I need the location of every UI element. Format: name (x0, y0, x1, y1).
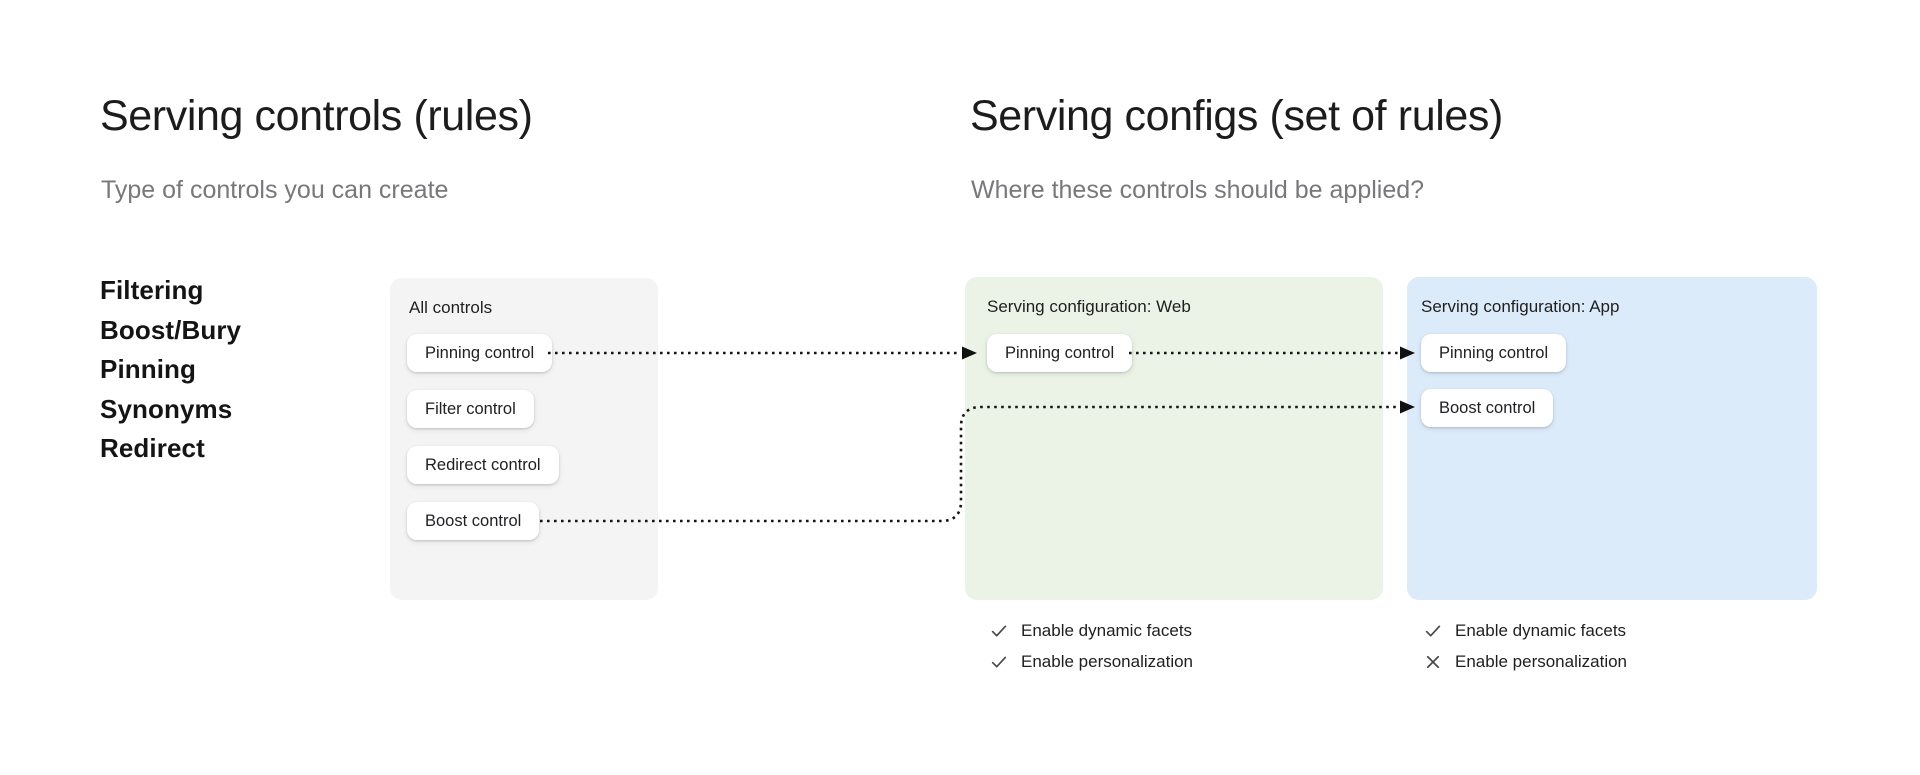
web-config-card: Serving configuration: Web Pinning contr… (965, 277, 1383, 600)
control-type-pinning: Pinning (100, 354, 197, 384)
feature-label: Enable personalization (1021, 651, 1194, 671)
control-type-filtering: Filtering (100, 275, 204, 305)
web-pinning-control-chip: Pinning control (987, 334, 1133, 372)
check-icon (990, 653, 1008, 671)
control-type-synonyms: Synonyms (100, 393, 233, 424)
all-pinning-control-chip: Pinning control (407, 334, 553, 372)
control-type-redirect: Redirect (100, 433, 205, 463)
feature-label: Enable personalization (1455, 651, 1628, 671)
app-feature-list: Enable dynamic facets Enable personaliza… (1424, 620, 1627, 672)
check-icon (990, 622, 1008, 640)
app-config-card: Serving configuration: App Pinning contr… (1407, 277, 1817, 600)
right-section-subtitle: Where these controls should be applied? (971, 176, 1425, 204)
right-section-title: Serving configs (set of rules) (970, 92, 1503, 140)
app-boost-control-chip: Boost control (1421, 389, 1554, 427)
left-section-title: Serving controls (rules) (100, 92, 533, 140)
app-pinning-control-chip: Pinning control (1421, 334, 1567, 372)
web-feature-list: Enable dynamic facets Enable personaliza… (990, 620, 1193, 672)
check-icon (1424, 622, 1442, 640)
all-controls-card: All controls Pinning control Filter cont… (390, 278, 658, 600)
all-boost-control-chip: Boost control (407, 502, 540, 540)
all-redirect-control-chip: Redirect control (407, 446, 559, 484)
all-filter-control-chip: Filter control (407, 390, 534, 428)
web-feature-dynamic-facets: Enable dynamic facets (990, 620, 1193, 641)
control-type-boost-bury: Boost/Bury (100, 314, 242, 345)
all-controls-card-title: All controls (409, 298, 493, 317)
x-icon (1424, 653, 1442, 671)
feature-label: Enable dynamic facets (1021, 620, 1193, 640)
app-feature-personalization: Enable personalization (1424, 651, 1627, 672)
left-section-subtitle: Type of controls you can create (101, 176, 449, 204)
app-config-card-title: Serving configuration: App (1421, 297, 1620, 316)
web-feature-personalization: Enable personalization (990, 651, 1193, 672)
web-config-card-title: Serving configuration: Web (987, 297, 1191, 316)
control-type-list: Filtering Boost/Bury Pinning Synonyms Re… (100, 271, 241, 469)
feature-label: Enable dynamic facets (1455, 620, 1627, 640)
app-feature-dynamic-facets: Enable dynamic facets (1424, 620, 1627, 641)
